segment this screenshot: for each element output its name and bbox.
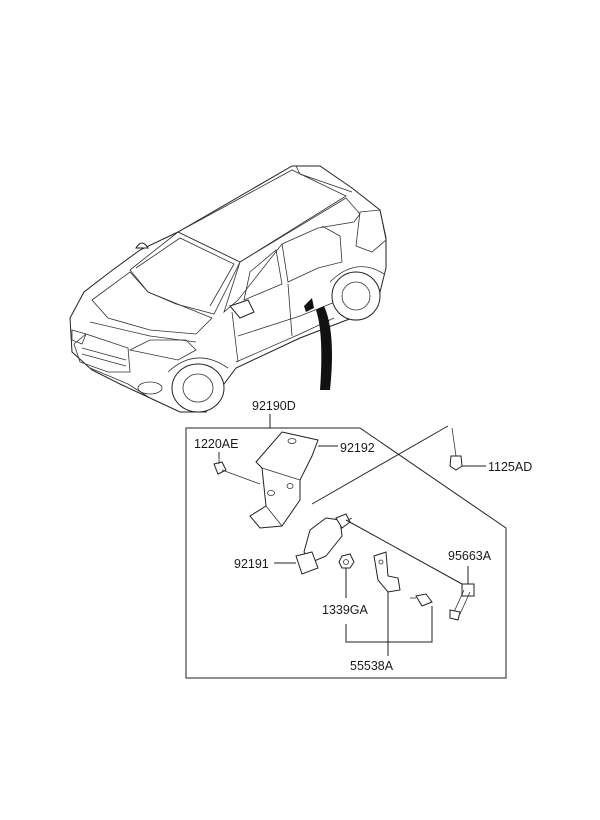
callout-assembly: 92190D bbox=[252, 399, 296, 413]
callout-bracket: 92192 bbox=[340, 441, 375, 455]
callout-bolt-right: 1125AD bbox=[488, 460, 532, 474]
location-pointer-arrow bbox=[316, 306, 332, 390]
bolt-left-part bbox=[213, 456, 261, 485]
callout-link: 95663A bbox=[448, 549, 492, 563]
bracket-part bbox=[249, 431, 319, 529]
bolt-right-part bbox=[449, 427, 463, 471]
nut-part bbox=[338, 553, 355, 569]
rod-part bbox=[410, 593, 433, 607]
callout-rod: 55538A bbox=[350, 659, 394, 673]
link-part bbox=[449, 583, 475, 621]
small-bracket-part bbox=[373, 551, 401, 593]
vehicle-illustration bbox=[69, 165, 387, 413]
callout-bolt-left: 1220AE bbox=[194, 437, 238, 451]
leader-lines bbox=[218, 445, 486, 656]
assembly-frame bbox=[185, 414, 507, 679]
sensor-part bbox=[295, 513, 353, 575]
sensor-location-marker bbox=[304, 298, 314, 312]
callout-nut: 1339GA bbox=[322, 603, 369, 617]
callout-sensor: 92191 bbox=[234, 557, 269, 571]
